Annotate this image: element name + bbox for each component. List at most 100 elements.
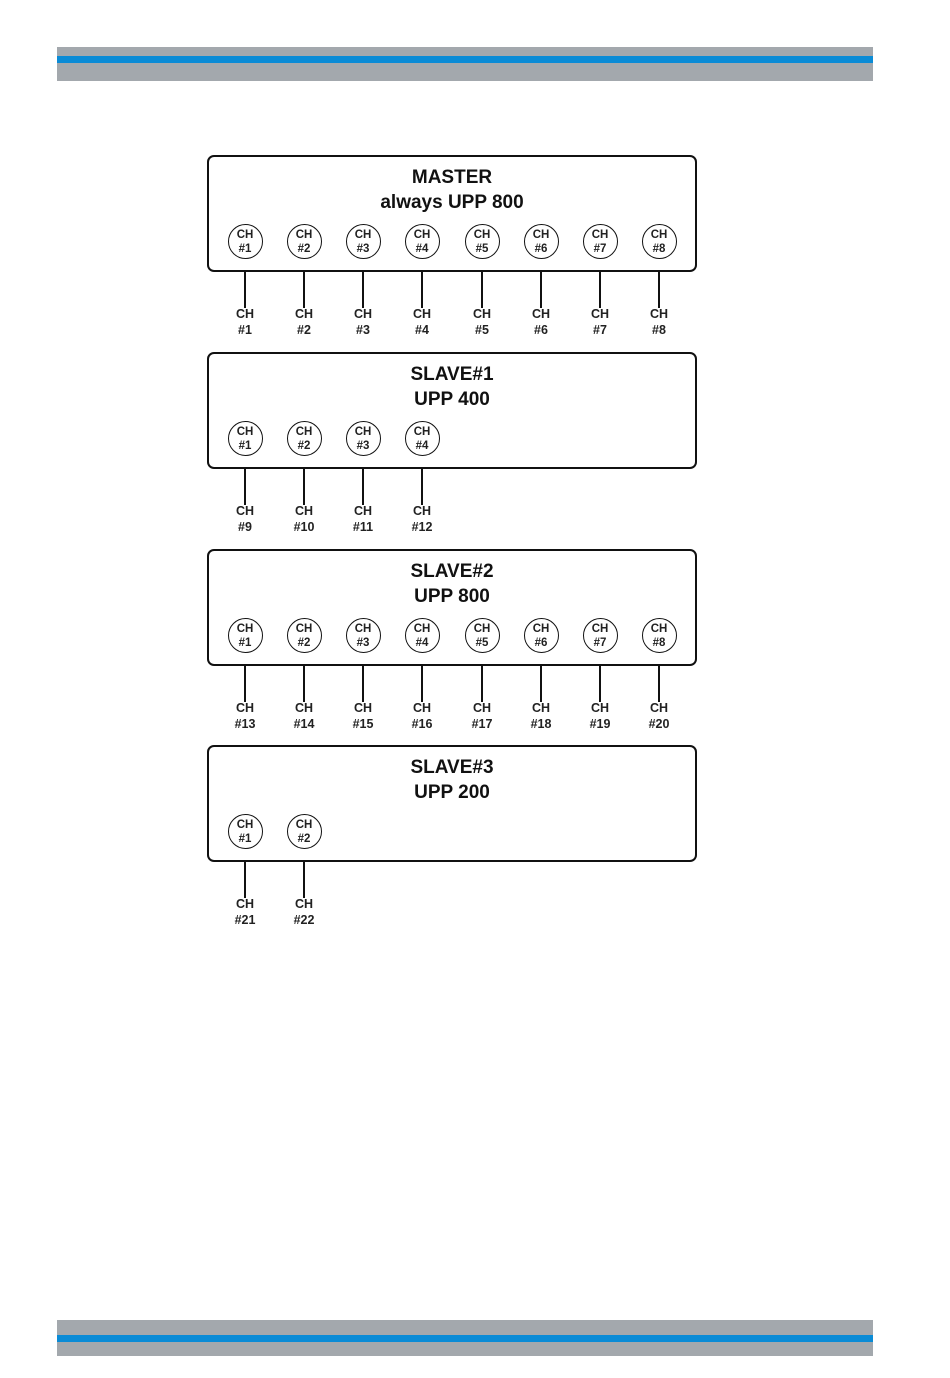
header-band [57,47,873,81]
connector-label: CH [295,818,313,831]
channel-wire [421,467,423,505]
channel-wire [303,270,305,308]
output-channel-label: CH#9 [220,503,270,535]
output-channel-number: #8 [652,323,666,337]
connector-label: CH [532,622,550,635]
connector-label: CH [413,622,431,635]
channel-wire [599,270,601,308]
connector-number: #1 [238,242,252,255]
connector-label: CH [236,818,254,831]
output-channel-text: CH [472,701,492,715]
output-channel-number: #3 [356,323,370,337]
unit-title: SLAVE#2 [410,561,494,582]
connector-label: CH [650,622,668,635]
output-channel-label: CH #14 [279,700,329,732]
output-channel-text: CH [294,307,314,321]
connector-number: #3 [356,439,370,452]
output-channel-label: CH#19 [575,700,625,732]
output-channel-label: CH#11 [338,503,388,535]
connector-label: CH [650,228,668,241]
channel-wire [658,270,660,308]
output-channel-label: CH#12 [397,503,447,535]
output-channel-text: CH [412,701,432,715]
channel-wire [362,664,364,702]
output-channel-label: CH#21 [220,896,270,928]
output-channel-number: #13 [234,717,256,731]
connector-label: CH [295,228,313,241]
channel-wire [658,664,660,702]
output-channel-text: CH [590,307,610,321]
input-channel-connector: CH#8 [641,224,677,259]
output-channel-text: CH [294,701,314,715]
output-channel-label: CH#1 [220,306,270,338]
connector-label: CH [295,425,313,438]
output-channel-number: #12 [411,520,433,534]
connector-label: CH [473,228,491,241]
output-channel-text: CH [353,307,373,321]
output-channel-number: #6 [534,323,548,337]
connector-label: CH [236,425,254,438]
connector-number: #3 [356,242,370,255]
input-channel-connector: CH#3 [345,618,381,653]
input-channel-connector: CH#6 [523,618,559,653]
input-channel-connector: CH#7 [582,224,618,259]
connector-number: #2 [297,832,311,845]
output-channel-label: CH #2 [279,306,329,338]
connector-number: #1 [238,832,252,845]
input-channel-connector: CH#5 [464,618,500,653]
output-channel-number: #5 [475,323,489,337]
input-channel-connector: CH#6 [523,224,559,259]
input-channel-connector: CH#1 [227,224,263,259]
input-channel-connector: CH#1 [227,814,263,849]
output-channel-text: CH [353,701,373,715]
output-channel-label: CH#17 [457,700,507,732]
footer-band [57,1320,873,1356]
output-channel-label: CH #7 [575,306,625,338]
unit-title: SLAVE#3 [410,757,494,778]
output-channel-text: CH [531,307,551,321]
input-channel-connector: CH#4 [404,224,440,259]
output-channel-text: CH [235,307,255,321]
output-channel-number: #2 [297,323,311,337]
output-channel-number: #22 [293,913,315,927]
channel-wire [599,664,601,702]
output-channel-label: CH#16 [397,700,447,732]
output-channel-text: CH [649,701,669,715]
connector-label: CH [473,622,491,635]
unit-model: UPP 800 [414,586,490,607]
output-channel-text: CH [412,307,432,321]
output-channel-label: CH #3 [338,306,388,338]
connector-number: #8 [652,242,666,255]
input-channel-connector: CH#2 [286,618,322,653]
connector-label: CH [413,425,431,438]
channel-wire [362,270,364,308]
output-channel-label: CH#10 [279,503,329,535]
output-channel-label: CH#5 [457,306,507,338]
connector-label: CH [295,622,313,635]
input-channel-connector: CH#7 [582,618,618,653]
output-channel-number: #15 [352,717,374,731]
connector-label: CH [236,228,254,241]
output-channel-number: #7 [593,323,607,337]
connector-label: CH [354,228,372,241]
channel-wire [244,860,246,898]
output-channel-label: CH#22 [279,896,329,928]
connector-label: CH [532,228,550,241]
channel-wire [540,664,542,702]
channel-wire [303,860,305,898]
output-channel-label: CH #6 [516,306,566,338]
output-channel-label: CH#4 [397,306,447,338]
input-channel-connector: CH#4 [404,618,440,653]
channel-wire [244,664,246,702]
channel-wire [303,664,305,702]
input-channel-connector: CH#2 [286,814,322,849]
connector-label: CH [591,228,609,241]
connector-number: #4 [415,636,429,649]
output-channel-label: CH#18 [516,700,566,732]
connector-label: CH [354,622,372,635]
output-channel-number: #14 [293,717,315,731]
connector-number: #5 [475,636,489,649]
